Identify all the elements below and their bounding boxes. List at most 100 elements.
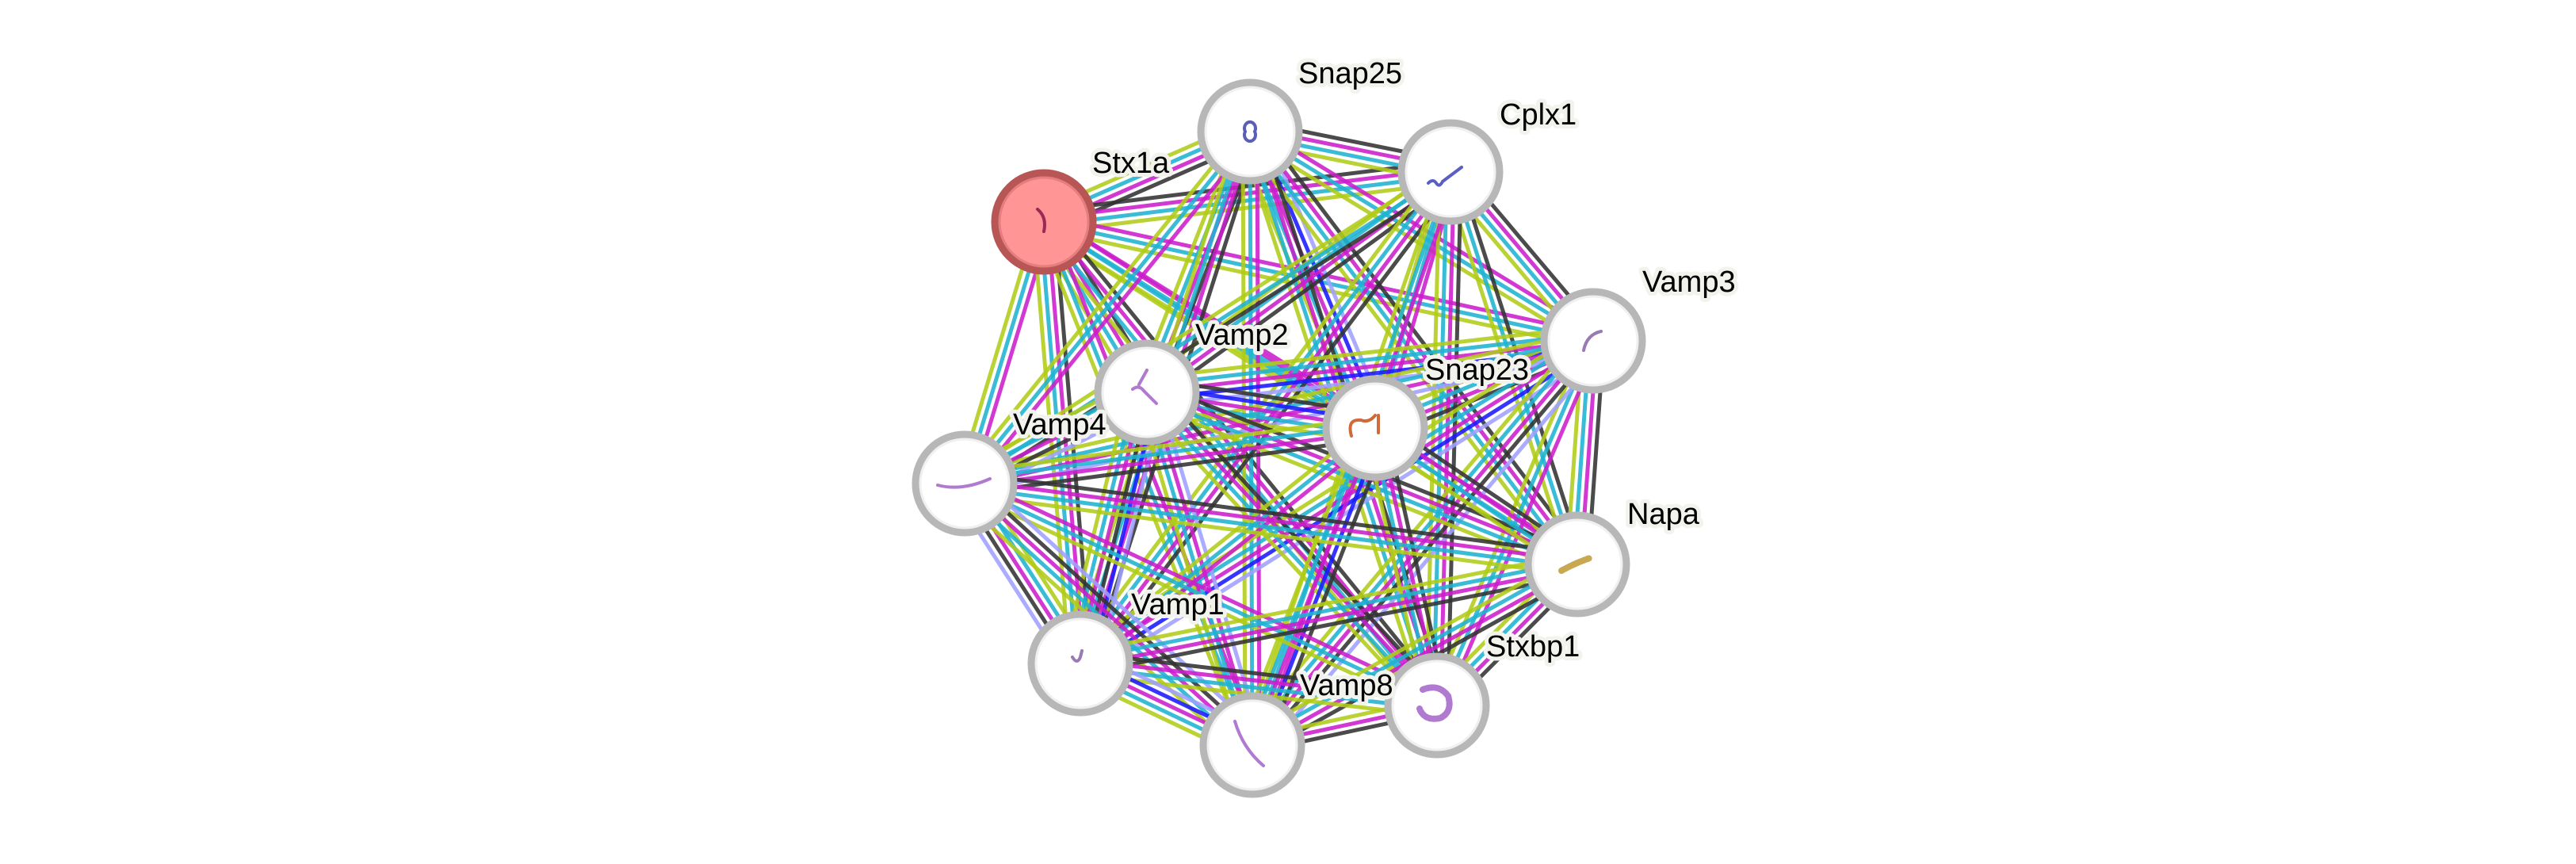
protein-structure-icon — [1416, 684, 1453, 722]
edge-line-textmining — [957, 125, 1246, 480]
edge-line-textmining — [1072, 327, 1587, 653]
node-inner-ring — [1204, 86, 1296, 178]
edge-line-textmining — [1145, 324, 1592, 380]
node-cplx1[interactable] — [1397, 119, 1504, 225]
node-label-snap23: Snap23 — [1425, 354, 1529, 387]
labels-layer: Stx1aSnap25Cplx1Vamp3Vamp2Snap23Vamp4Nap… — [1009, 53, 1740, 706]
edge-line-cooccurrence — [1257, 430, 1384, 749]
node-inner-ring — [919, 438, 1011, 529]
node-label-vamp8: Vamp8 — [1300, 669, 1393, 702]
edge-napa-vamp1[interactable] — [1077, 552, 1580, 676]
edge-line-coexpression — [965, 471, 1580, 556]
edge-line-database — [1145, 331, 1593, 388]
node-inner-ring — [998, 176, 1090, 268]
node-circle — [912, 430, 1018, 537]
node-vamp2[interactable] — [1094, 339, 1200, 445]
node-vamp3[interactable] — [1540, 288, 1646, 394]
edge-line-coexpression — [1445, 172, 1463, 706]
edge-line-experiments — [965, 342, 1595, 489]
node-inner-ring — [1547, 295, 1639, 387]
protein-structure-icon — [1427, 166, 1463, 187]
nodes-layer — [912, 78, 1646, 798]
protein-structure-icon — [1243, 120, 1257, 143]
node-label-stx1a: Stx1a — [1092, 147, 1170, 180]
node-circle — [1397, 119, 1504, 225]
node-stx1a[interactable] — [991, 169, 1097, 275]
node-vamp1[interactable] — [1027, 610, 1133, 717]
edge-line-database — [963, 170, 1452, 486]
edge-line-database — [963, 481, 1439, 708]
node-inner-ring — [1206, 699, 1298, 791]
node-circle — [1199, 692, 1305, 798]
edge-line-experiments — [963, 482, 1254, 747]
edge-cplx1-vamp4[interactable] — [959, 164, 1456, 491]
edge-line-database — [1079, 559, 1577, 663]
edge-line-homology — [1155, 388, 1265, 743]
edge-line-coexpression — [1152, 178, 1458, 403]
edge-snap25-vamp4[interactable] — [957, 125, 1257, 490]
edge-vamp4-napa[interactable] — [962, 471, 1580, 577]
node-inner-ring — [1405, 126, 1496, 218]
protein-structure-icon — [1036, 208, 1046, 233]
protein-structure-icon — [1582, 330, 1603, 352]
edge-line-coexpression — [1052, 220, 1093, 663]
node-vamp4[interactable] — [912, 430, 1018, 537]
node-inner-ring — [1329, 382, 1421, 474]
node-snap23[interactable] — [1322, 375, 1428, 481]
edge-line-database — [1435, 340, 1596, 706]
edge-snap23-vamp4[interactable] — [962, 415, 1378, 496]
edge-line-experiments — [1080, 658, 1438, 705]
node-label-vamp3: Vamp3 — [1642, 266, 1736, 299]
edge-line-experiments — [965, 429, 1376, 489]
edge-line-homology — [1087, 351, 1602, 678]
node-stxbp1[interactable] — [1384, 652, 1490, 759]
edge-line-database — [963, 130, 1252, 485]
node-inner-ring — [1034, 617, 1126, 709]
edge-line-database — [964, 422, 1375, 483]
edge-vamp3-vamp4[interactable] — [961, 328, 1596, 496]
node-snap25[interactable] — [1197, 78, 1303, 185]
edge-line-coexpression — [968, 476, 1259, 742]
protein-structure-icon — [1071, 649, 1084, 663]
node-label-vamp1: Vamp1 — [1131, 588, 1225, 621]
node-label-snap25: Snap25 — [1298, 57, 1402, 90]
node-label-cplx1: Cplx1 — [1500, 98, 1577, 132]
edge-line-database — [1249, 559, 1577, 744]
edge-line-experiments — [1441, 342, 1602, 709]
node-circle — [1197, 78, 1303, 185]
edge-line-database — [1044, 173, 1451, 227]
edge-line-textmining — [1246, 553, 1573, 738]
edge-line-coexpression — [965, 436, 1378, 496]
edge-line-textmining — [1077, 552, 1576, 656]
node-circle — [1384, 652, 1490, 759]
edge-line-coexpression — [1082, 572, 1580, 676]
edge-line-experiments — [969, 135, 1257, 490]
edge-line-coexpression — [967, 176, 1456, 491]
edge-line-experiments — [1043, 166, 1450, 221]
node-inner-ring — [1101, 346, 1193, 438]
edge-line-database — [1142, 393, 1436, 709]
protein-structure-icon — [1558, 555, 1593, 574]
node-circle — [1540, 288, 1646, 394]
edge-line-coexpression — [1081, 651, 1439, 698]
node-vamp8[interactable] — [1199, 692, 1305, 798]
edge-line-database — [964, 484, 1577, 570]
edge-line-experiments — [966, 475, 1441, 702]
edge-line-coexpression — [1153, 384, 1447, 700]
node-label-napa: Napa — [1627, 498, 1700, 531]
node-inner-ring — [1531, 518, 1623, 610]
node-circle — [1322, 375, 1428, 481]
edge-line-homology — [966, 349, 1596, 496]
node-inner-ring — [1391, 659, 1483, 751]
protein-structure-icon — [936, 477, 992, 489]
edge-line-experiments — [1146, 338, 1594, 395]
edge-line-cooccurrence — [1083, 345, 1599, 671]
edge-line-database — [963, 335, 1593, 483]
edge-line-textmining — [962, 415, 1374, 476]
protein-structure-icon — [1348, 414, 1380, 438]
node-circle — [1027, 610, 1133, 717]
node-label-vamp2: Vamp2 — [1195, 319, 1289, 352]
node-napa[interactable] — [1524, 511, 1630, 617]
edge-line-experiments — [1250, 427, 1378, 746]
